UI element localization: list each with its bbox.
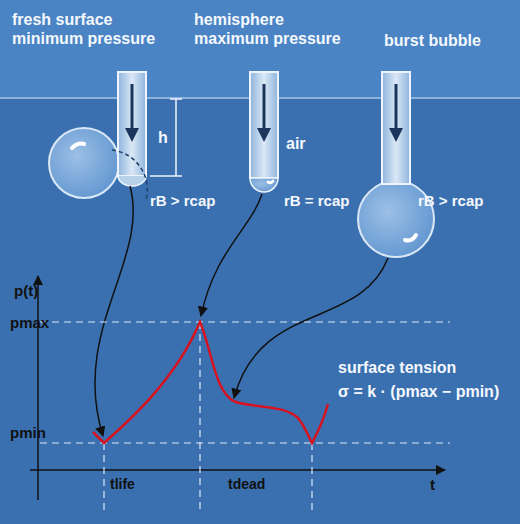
state-heading: burst bubble xyxy=(384,31,481,50)
axis-label: t xyxy=(430,476,435,494)
tube-label: air xyxy=(286,134,306,153)
axis-tick-label: pmax xyxy=(10,314,49,332)
radius-condition: rB > rcap xyxy=(150,192,215,210)
formula-heading: surface tension xyxy=(338,358,456,377)
interval-label: tdead xyxy=(228,476,265,493)
radius-condition: rB > rcap xyxy=(418,192,483,210)
state-heading: hemisphere maximum pressure xyxy=(194,10,354,48)
dimension-label: h xyxy=(158,128,168,147)
axis-tick-label: pmin xyxy=(10,424,46,442)
formula: σ = k · (pmax − pmin) xyxy=(338,382,499,401)
axis-label: p(t) xyxy=(14,282,38,300)
radius-condition: rB = rcap xyxy=(284,192,349,210)
state-heading: fresh surface minimum pressure xyxy=(12,10,172,48)
interval-label: tlife xyxy=(110,476,135,493)
